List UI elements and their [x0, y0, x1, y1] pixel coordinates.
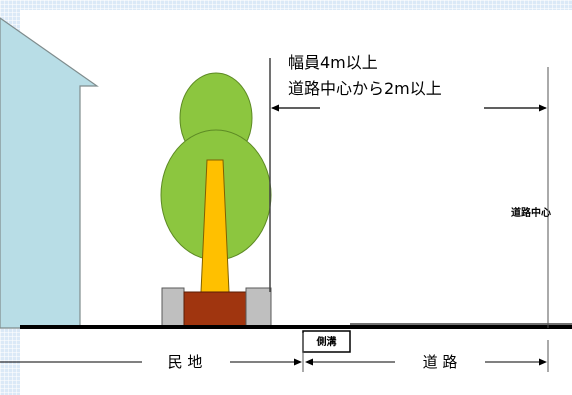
planter-curb-right — [245, 287, 272, 328]
road-center-label: 道路中心 — [511, 206, 551, 219]
width-label-line1: 幅員4m以上 — [288, 53, 378, 72]
planter-soil — [183, 291, 247, 328]
private-land-label: 民 地 — [168, 353, 203, 371]
road-label: 道 路 — [423, 353, 458, 371]
ground-line — [20, 325, 572, 329]
tree — [160, 72, 272, 293]
house-shape — [0, 17, 99, 329]
planter-curb-left — [161, 287, 185, 328]
canvas-panel — [20, 10, 572, 395]
gutter-label: 側溝 — [316, 335, 337, 348]
width-label-line2: 道路中心から2m以上 — [288, 79, 442, 98]
